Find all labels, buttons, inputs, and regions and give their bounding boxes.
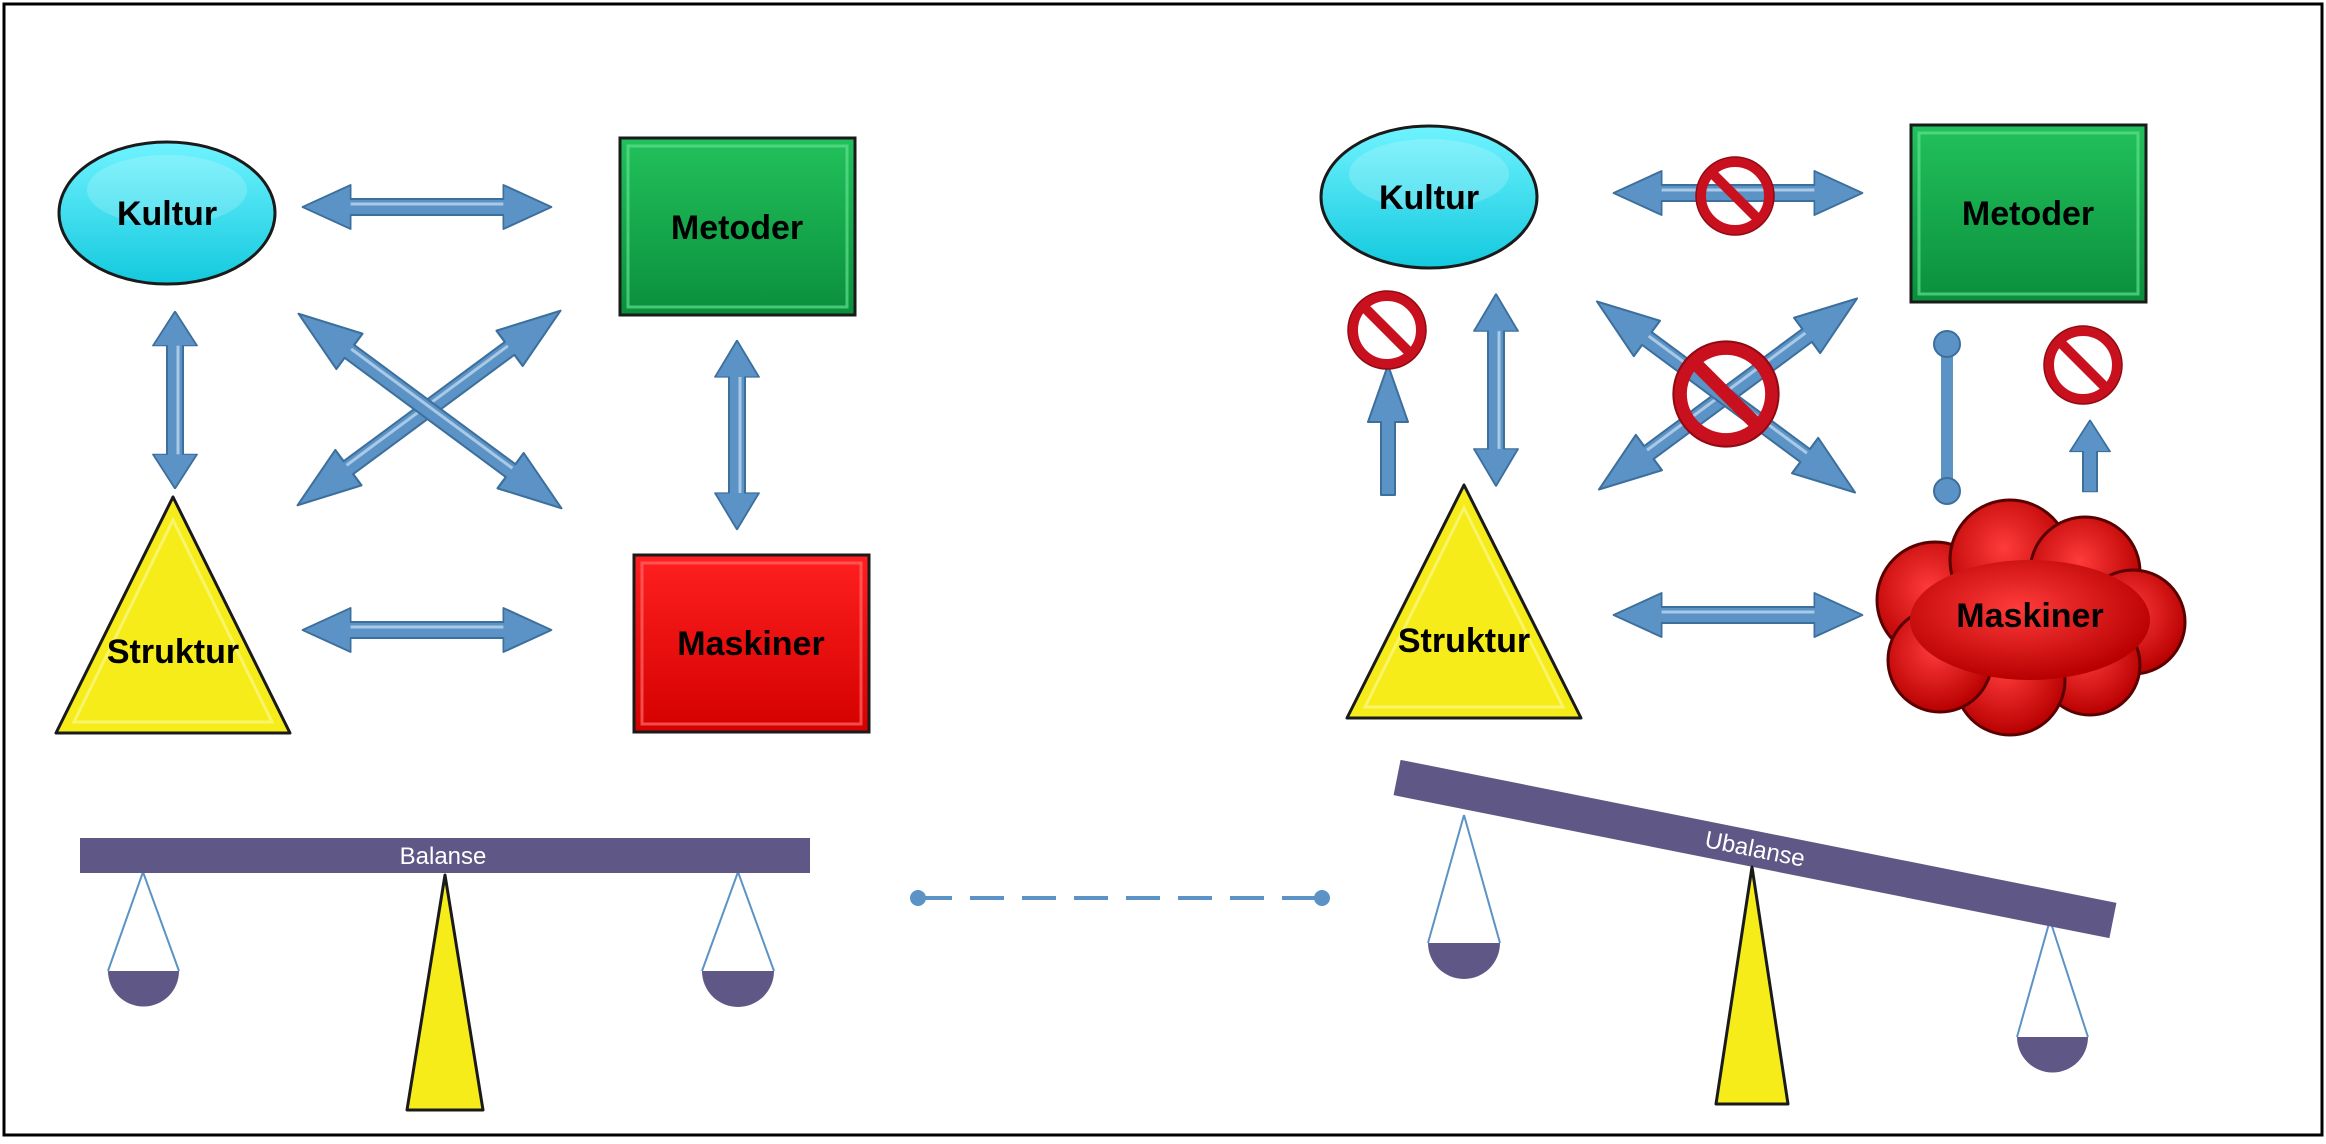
kultur-node-left: Kultur bbox=[57, 140, 277, 286]
unbalanced-diagram: Kultur Metoder Struktur bbox=[1319, 123, 2187, 737]
scale-pan-icon bbox=[2017, 1037, 2088, 1073]
metoder-label-left: Metoder bbox=[671, 209, 803, 247]
kultur-label-left: Kultur bbox=[117, 195, 217, 233]
left-pan bbox=[1427, 814, 1501, 979]
maskiner-node-left: Maskiner bbox=[632, 553, 871, 734]
left-pan bbox=[107, 871, 180, 1007]
dumbbell-connector-icon bbox=[1933, 330, 1961, 505]
struktur-label-left: Struktur bbox=[107, 633, 239, 671]
scale-pan-icon bbox=[108, 971, 179, 1007]
struktur-node-right: Struktur bbox=[1345, 483, 1583, 720]
fulcrum-icon bbox=[405, 873, 485, 1112]
maskiner-label-right: Maskiner bbox=[1956, 597, 2103, 635]
balanced-scale: Balanse bbox=[80, 838, 810, 1112]
right-pan bbox=[701, 871, 775, 1007]
struktur-node-left: Struktur bbox=[54, 495, 292, 735]
fulcrum-icon bbox=[1714, 865, 1790, 1106]
balance-beam bbox=[1393, 759, 2117, 939]
metoder-label-right: Metoder bbox=[1962, 195, 2094, 233]
kultur-label-right: Kultur bbox=[1379, 179, 1479, 217]
balance-beam bbox=[80, 838, 810, 873]
cloud-icon bbox=[1875, 498, 2187, 737]
dashed-connector bbox=[910, 890, 1330, 906]
metoder-node-left: Metoder bbox=[618, 136, 857, 317]
scale-pan-icon bbox=[1428, 943, 1500, 979]
kultur-node-right: Kultur bbox=[1319, 124, 1539, 270]
balanced-label: Balanse bbox=[400, 843, 487, 870]
metoder-node-right: Metoder bbox=[1909, 123, 2148, 304]
balanced-diagram: Kultur Metoder Struktur Maskiner bbox=[54, 136, 871, 735]
scale-pan-icon bbox=[702, 971, 774, 1007]
struktur-label-right: Struktur bbox=[1398, 622, 1530, 660]
maskiner-node-right: Maskiner bbox=[1875, 498, 2187, 737]
right-pan bbox=[2016, 919, 2089, 1073]
unbalanced-scale: Ubalanse bbox=[1393, 759, 2117, 1106]
maskiner-label-left: Maskiner bbox=[677, 625, 824, 663]
